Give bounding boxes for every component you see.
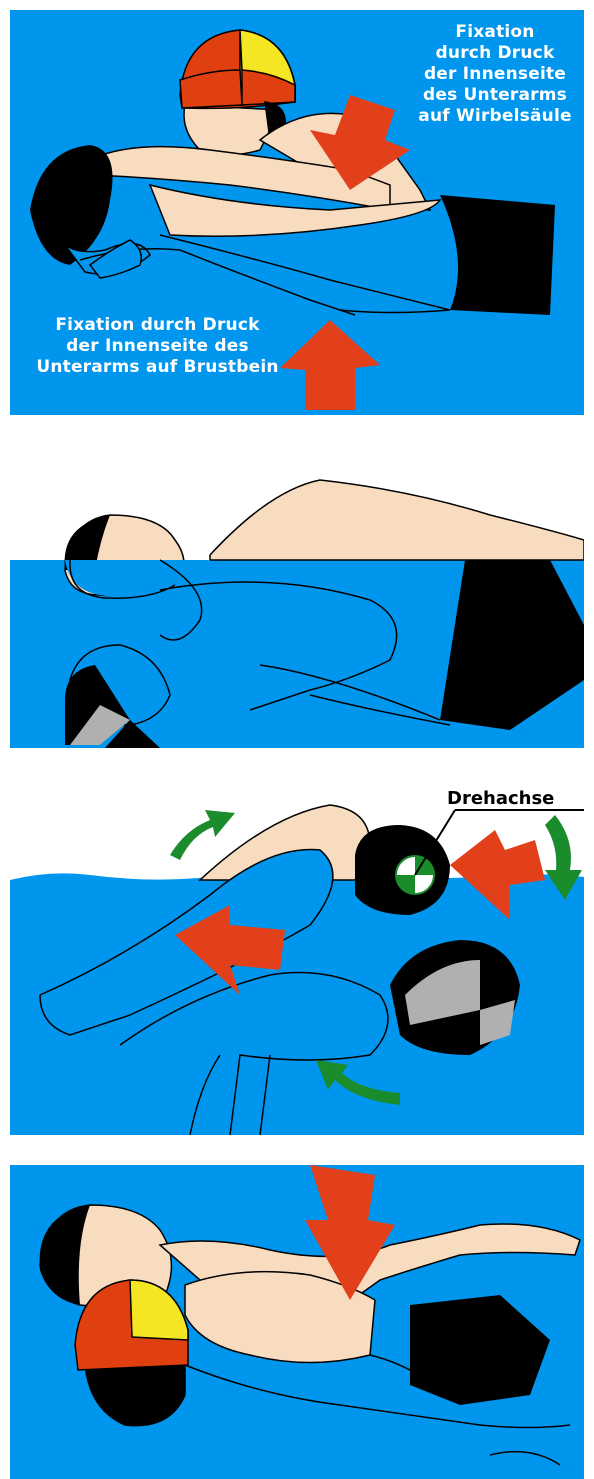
rotation-arrow <box>170 810 235 860</box>
panel-rotation: Drehachse <box>10 755 584 1135</box>
panel-grip <box>10 420 584 748</box>
victim-torso <box>210 480 584 560</box>
panel-fixation: Fixation durch Druck der Innenseite des … <box>10 10 584 415</box>
panel-grip-illustration <box>10 420 584 748</box>
victim-swimsuit <box>410 1295 550 1405</box>
panel-final-illustration <box>10 1165 584 1479</box>
victim-swimsuit <box>440 195 555 315</box>
label-spine-fixation: Fixation durch Druck der Innenseite des … <box>405 22 584 127</box>
label-sternum-fixation: Fixation durch Druck der Innenseite des … <box>15 315 300 378</box>
panel-final <box>10 1165 584 1479</box>
label-rotation-axis: Drehachse <box>447 788 554 809</box>
victim-head <box>30 145 113 265</box>
panel-rotation-illustration <box>10 755 584 1135</box>
rescuer-head <box>75 1280 188 1426</box>
